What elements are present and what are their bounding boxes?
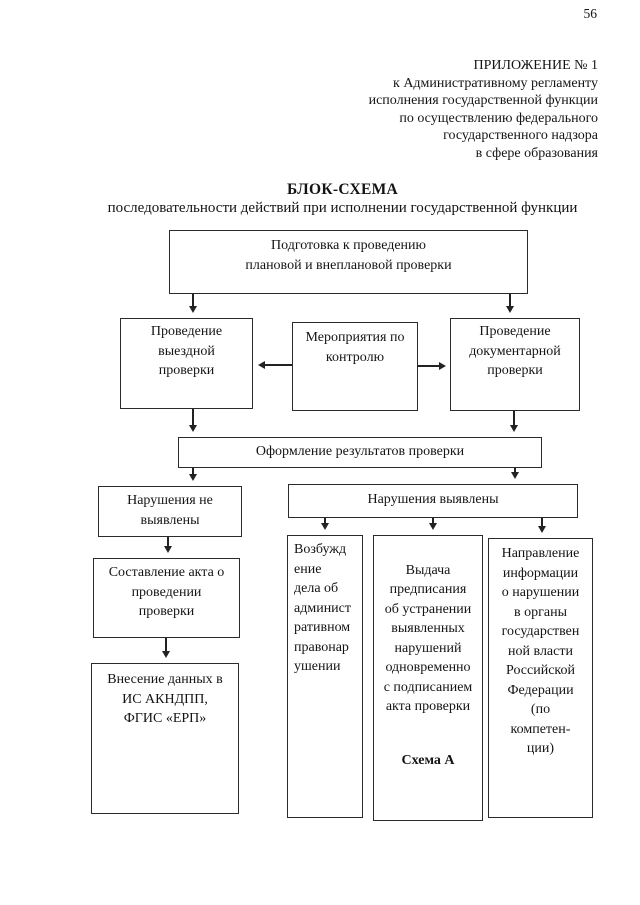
box-field-inspection: Проведение выездной проверки bbox=[120, 318, 253, 409]
box-results: Оформление результатов проверки bbox=[178, 437, 542, 468]
box-violations-found: Нарушения выявлены bbox=[288, 484, 578, 518]
box-act-drafting: Составление акта о проведении проверки bbox=[93, 558, 240, 638]
arrow-documentary-to-results bbox=[513, 411, 515, 430]
arrow-act-to-data-entry bbox=[165, 638, 167, 656]
box-preparation: Подготовка к проведению плановой и внепл… bbox=[169, 230, 528, 294]
arrow-violations-to-order bbox=[432, 518, 434, 528]
order-issuance-text: Выдача предписания об устранении выявлен… bbox=[383, 562, 473, 715]
arrow-preparation-to-field bbox=[192, 294, 194, 311]
page-number: 56 bbox=[583, 6, 598, 21]
box-no-violations: Нарушения не выявлены bbox=[98, 486, 242, 537]
arrow-results-to-no-violations bbox=[192, 468, 194, 479]
arrow-results-to-violations bbox=[514, 468, 516, 477]
appendix-line: в сфере образования bbox=[475, 145, 598, 161]
appendix-line: к Административному регламенту bbox=[393, 75, 598, 91]
appendix-header: ПРИЛОЖЕНИЕ № 1 к Административному регла… bbox=[369, 57, 598, 162]
box-control-measures: Мероприятия по контролю bbox=[292, 322, 418, 411]
arrow-measures-to-field bbox=[260, 364, 292, 366]
appendix-line: по осуществлению федерального bbox=[399, 110, 598, 126]
arrow-violations-to-case bbox=[324, 518, 326, 528]
chart-title: БЛОК-СХЕМА bbox=[286, 181, 398, 198]
arrow-preparation-to-documentary bbox=[509, 294, 511, 311]
order-scheme-label: Схема А bbox=[401, 753, 455, 768]
box-documentary-inspection: Проведение документарной проверки bbox=[450, 318, 580, 411]
chart-title-block: БЛОК-СХЕМА последовательности действий п… bbox=[45, 180, 640, 218]
box-case-initiation: Возбужд ение дела об админист ративном п… bbox=[287, 535, 363, 818]
appendix-line: исполнения государственной функции bbox=[368, 93, 598, 108]
appendix-line: ПРИЛОЖЕНИЕ № 1 bbox=[473, 58, 599, 73]
appendix-line: государственного надзора bbox=[443, 128, 598, 143]
chart-subtitle: последовательности действий при исполнен… bbox=[107, 200, 578, 216]
box-order-issuance: Выдача предписания об устранении выявлен… bbox=[373, 535, 483, 821]
box-data-entry: Внесение данных в ИС АКНДПП, ФГИС «ЕРП» bbox=[91, 663, 239, 814]
arrow-no-violations-to-act bbox=[167, 537, 169, 551]
arrow-field-to-results bbox=[192, 409, 194, 430]
box-info-direction: Направление информации о нарушении в орг… bbox=[488, 538, 593, 818]
arrow-violations-to-info bbox=[541, 518, 543, 531]
arrow-measures-to-documentary bbox=[417, 365, 444, 367]
